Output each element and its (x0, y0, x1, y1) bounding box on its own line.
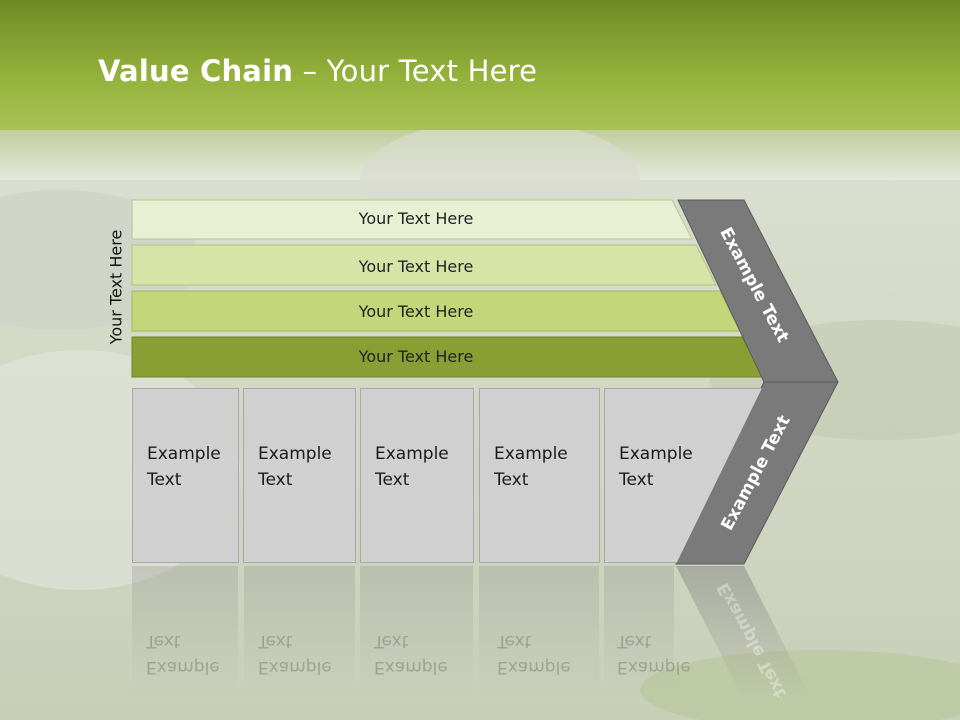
bar-1 (131, 199, 693, 240)
box-2-reflection-line1: Example (258, 657, 332, 677)
bar-2 (131, 244, 717, 286)
box-reflection-3 (360, 566, 473, 696)
box-4-reflection-text: Example Text (497, 628, 571, 680)
box-4-line1: Example (494, 444, 568, 464)
box-reflection-4 (479, 566, 599, 696)
title-rest: – Your Text Here (293, 54, 538, 88)
box-reflection-1 (132, 566, 238, 696)
box-2-reflection-line2: Text (258, 631, 293, 651)
box-3: Example Text (360, 388, 474, 563)
box-3-line2: Text (375, 470, 410, 490)
box-5-reflection-line2: Text (617, 631, 652, 651)
bar-label-2: Your Text Here (358, 257, 474, 276)
box-3-reflection-line2: Text (374, 631, 409, 651)
box-4-reflection-line1: Example (497, 657, 571, 677)
box-reflection-5 (604, 566, 674, 696)
box-1: Example Text (132, 388, 239, 563)
box-1-reflection-line2: Text (146, 631, 181, 651)
box-1-reflection-line1: Example (146, 657, 220, 677)
box-3-reflection-text: Example Text (374, 628, 448, 680)
box-2-text: Example Text (258, 441, 332, 493)
bar-label-4: Your Text Here (358, 347, 474, 366)
box-reflection-2 (244, 566, 355, 696)
box-2-line1: Example (258, 444, 332, 464)
box-4-text: Example Text (494, 441, 568, 493)
box-2-line2: Text (258, 470, 293, 490)
box-2-reflection-text: Example Text (258, 628, 332, 680)
box-4-line2: Text (494, 470, 529, 490)
title-bold: Value Chain (98, 54, 294, 88)
box-1-text: Example Text (147, 441, 221, 493)
box-5-reflection-text: Example Text (617, 628, 691, 680)
box-5-line1: Example (619, 444, 693, 464)
box-3-line1: Example (375, 444, 449, 464)
box-1-reflection-text: Example Text (146, 628, 220, 680)
box-3-text: Example Text (375, 441, 449, 493)
slide-title: Value Chain – Your Text Here (98, 54, 537, 88)
box-1-line2: Text (147, 470, 182, 490)
box-2: Example Text (243, 388, 356, 563)
box-1-line1: Example (147, 444, 221, 464)
box-5-line2: Text (619, 470, 654, 490)
box-4-reflection-line2: Text (497, 631, 532, 651)
chevron-reflection (676, 566, 812, 700)
box-4: Example Text (479, 388, 600, 563)
box-5-reflection-line1: Example (617, 657, 691, 677)
bar-label-3: Your Text Here (358, 302, 474, 321)
bar-label-1: Your Text Here (358, 209, 474, 228)
box-5-text: Example Text (619, 441, 693, 493)
box-3-reflection-line1: Example (374, 657, 448, 677)
